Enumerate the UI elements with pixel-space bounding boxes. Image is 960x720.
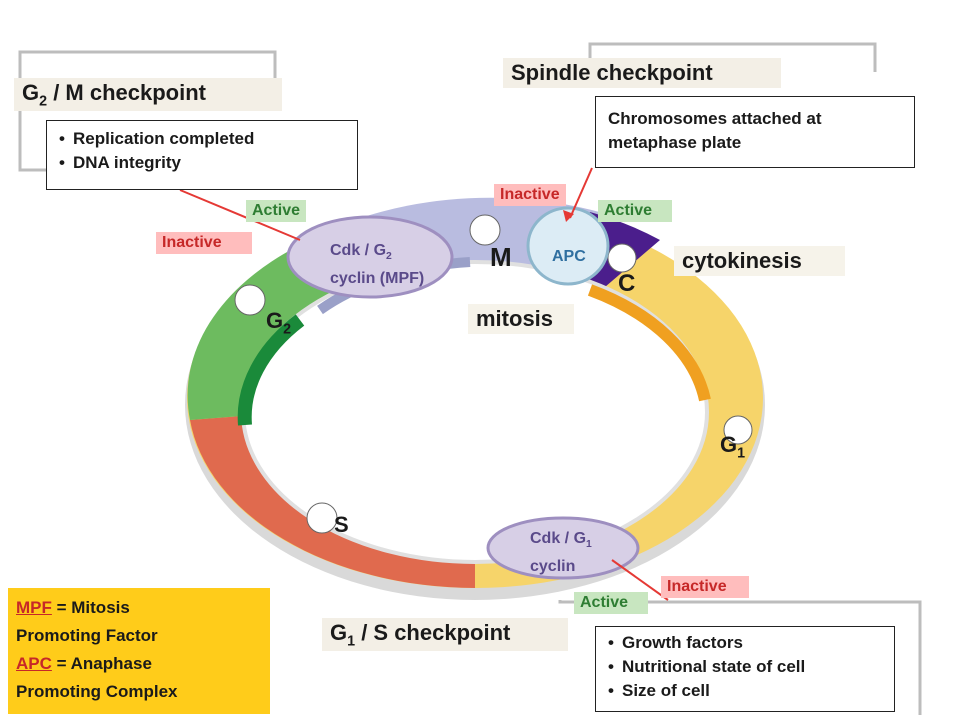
g2m-checkpoint-box: Replication completed DNA integrity	[46, 120, 358, 190]
mpf-complex	[286, 215, 454, 299]
g1-cyclin-complex	[486, 516, 640, 580]
g1s-item: Nutritional state of cell	[608, 655, 884, 679]
g1s-item: Size of cell	[608, 679, 884, 703]
s-marker-dot	[306, 502, 338, 534]
mpf-active-tag: Active	[246, 200, 307, 222]
phase-g2-label: G2	[266, 308, 292, 338]
g1s-checkpoint-box: Growth factors Nutritional state of cell…	[595, 626, 895, 712]
mpf-acronym: MPF	[16, 598, 52, 617]
phase-c-label: C	[618, 270, 636, 297]
g1-cyclin-label: Cdk / G1 cyclin	[530, 530, 592, 576]
apc-acronym: APC	[16, 654, 52, 673]
g2m-item: DNA integrity	[59, 151, 347, 175]
apc-active-tag: Active	[598, 200, 672, 222]
g2-marker-dot	[234, 284, 266, 316]
g2m-item: Replication completed	[59, 127, 347, 151]
mitosis-label: mitosis	[468, 304, 574, 334]
phase-m-label: M	[490, 242, 512, 272]
phase-g1-label: G1	[720, 432, 746, 462]
g1cyclin-active-tag: Active	[574, 592, 648, 614]
g1-marker-dot	[723, 415, 753, 445]
cytokinesis-label: cytokinesis	[674, 246, 845, 276]
g1s-arrow	[611, 559, 669, 601]
apc-complex	[526, 206, 610, 286]
mpf-label: Cdk / G2 cyclin (MPF)	[330, 242, 425, 288]
apc-inactive-tag: Inactive	[494, 184, 566, 206]
spindle-arrow	[569, 167, 593, 219]
g2m-checkpoint-title: G2 / M checkpoint	[14, 78, 282, 112]
g1s-item: Growth factors	[608, 631, 884, 655]
spindle-checkpoint-box: Chromosomes attached at metaphase plate	[595, 96, 915, 168]
spindle-checkpoint-text: Chromosomes attached at metaphase plate	[608, 109, 822, 152]
c-marker-dot	[607, 243, 637, 273]
abbreviation-legend: MPF = Mitosis Promoting Factor APC = Ana…	[8, 588, 270, 714]
g1s-checkpoint-title: G1 / S checkpoint	[322, 618, 568, 652]
g2m-arrow	[179, 189, 301, 241]
phase-s-label: S	[334, 512, 349, 537]
spindle-checkpoint-title: Spindle checkpoint	[503, 58, 781, 88]
g1cyclin-inactive-tag: Inactive	[661, 576, 749, 598]
mpf-inactive-tag: Inactive	[156, 232, 252, 254]
m-marker-dot	[469, 214, 501, 246]
apc-label: APC	[552, 248, 586, 265]
